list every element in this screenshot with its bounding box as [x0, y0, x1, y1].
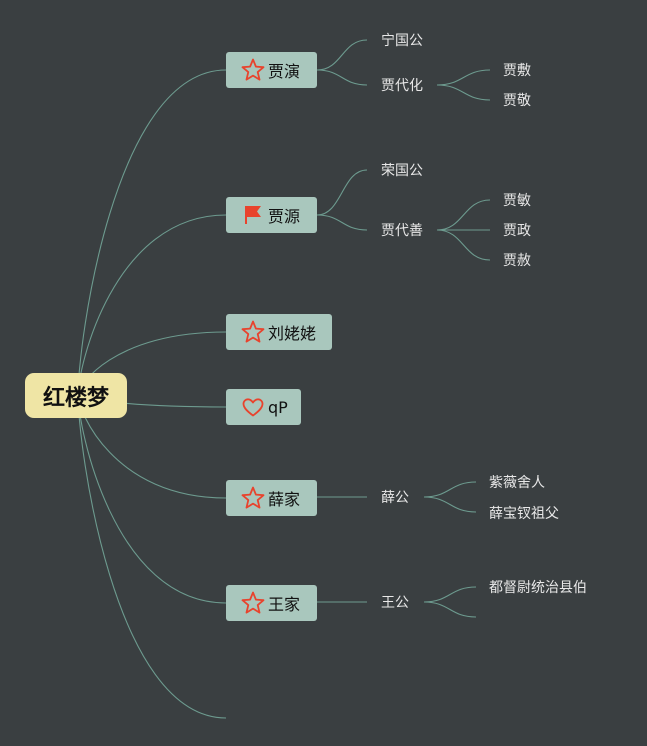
root-topic-label: 红楼梦 — [42, 385, 109, 411]
branch-label: qP — [268, 397, 288, 417]
branch-topic-liu-laolao[interactable]: 刘姥姥 — [226, 314, 332, 350]
connector-daishan-she — [436, 229, 491, 261]
star-icon — [240, 485, 266, 511]
leaf-zi-wei-she-ren[interactable]: 紫薇舍人 — [489, 475, 545, 491]
star-icon — [240, 57, 266, 83]
leaf-xue-gong[interactable]: 薛公 — [381, 490, 409, 506]
connector-wang-gong-empty — [423, 601, 477, 618]
connector-daihua-fu — [436, 69, 491, 86]
root-topic[interactable]: 红楼梦 — [25, 373, 127, 418]
heart-icon — [240, 394, 266, 420]
leaf-wang-gong[interactable]: 王公 — [381, 595, 409, 611]
branch-topic-xue-jia[interactable]: 薛家 — [226, 480, 317, 516]
branch-label: 薛家 — [268, 490, 301, 509]
connector-daishan-min — [436, 199, 491, 231]
connector-jia-yuan-rong — [316, 169, 368, 216]
star-icon — [240, 590, 266, 616]
connector-jia-yan-daihua — [316, 69, 368, 86]
leaf-jia-min[interactable]: 贾敏 — [503, 193, 531, 209]
star-icon — [240, 319, 266, 345]
branch-label: 贾源 — [268, 207, 301, 226]
connector-root-jia-yuan — [77, 214, 227, 396]
branch-topic-qp[interactable]: qP — [226, 389, 301, 425]
branch-label: 王家 — [268, 595, 301, 614]
leaf-xue-baochai-zufu[interactable]: 薛宝钗祖父 — [489, 506, 559, 522]
leaf-jia-dai-hua[interactable]: 贾代化 — [381, 78, 423, 94]
branch-label: 刘姥姥 — [268, 324, 317, 343]
leaf-ning-guo-gong[interactable]: 宁国公 — [381, 33, 423, 49]
branch-topic-jia-yuan[interactable]: 贾源 — [226, 197, 317, 233]
connector-xue-gong-baochai — [423, 496, 477, 513]
connector-xue-gong-ziwei — [423, 481, 477, 498]
leaf-jia-jing[interactable]: 贾敬 — [503, 93, 531, 109]
connector-daihua-jing — [436, 84, 491, 101]
leaf-rong-guo-gong[interactable]: 荣国公 — [381, 163, 423, 179]
branch-topic-jia-yan[interactable]: 贾演 — [226, 52, 317, 88]
connector-root-wang-jia — [77, 394, 227, 604]
leaf-jia-dai-shan[interactable]: 贾代善 — [381, 223, 423, 239]
connector-jia-yuan-daishan — [316, 214, 368, 231]
leaf-dudu-wei[interactable]: 都督尉统治县伯 — [489, 580, 587, 596]
flag-icon — [240, 202, 266, 228]
leaf-jia-she[interactable]: 贾赦 — [503, 253, 531, 269]
connector-jia-yan-ning — [316, 39, 368, 71]
connector-root-empty — [77, 394, 227, 719]
connector-wang-gong-dudu — [423, 586, 477, 603]
branch-label: 贾演 — [268, 62, 301, 81]
leaf-jia-zheng[interactable]: 贾政 — [503, 223, 531, 239]
leaf-jia-fu[interactable]: 贾敷 — [503, 63, 531, 79]
connector-root-jia-yan — [77, 69, 227, 396]
branch-topic-wang-jia[interactable]: 王家 — [226, 585, 317, 621]
